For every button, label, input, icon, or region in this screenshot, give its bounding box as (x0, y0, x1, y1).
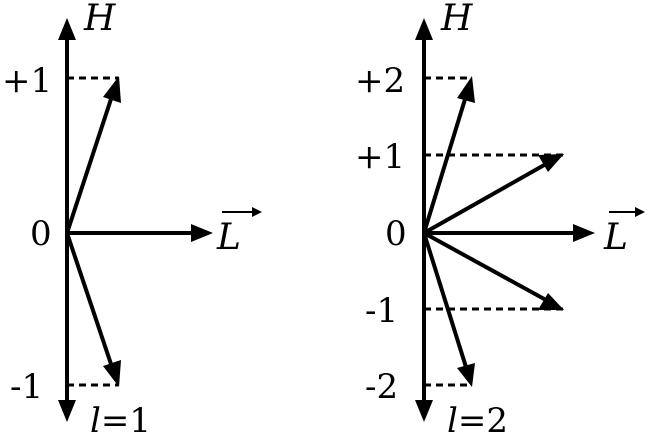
vector-minus1 (65, 232, 114, 368)
vector-plus1-arrowhead (103, 76, 121, 103)
vector-plus1 (65, 95, 114, 234)
level-label-zero: 0 (30, 214, 52, 254)
vector-plus2 (422, 95, 468, 234)
caption-value: =2 (458, 401, 508, 438)
level-label-plus2: +2 (355, 61, 405, 101)
vertical-axis-arrowhead-bottom (58, 400, 76, 422)
vector-overarrow-head (252, 207, 262, 217)
level-label-minus1: -1 (365, 291, 398, 331)
vertical-axis-arrowhead-top (58, 18, 76, 40)
vertical-axis-label: H (440, 0, 473, 39)
horizontal-axis-arrowhead (191, 224, 213, 242)
level-label-zero: 0 (385, 214, 407, 254)
level-label-plus1: +1 (355, 137, 405, 177)
caption-variable: l (447, 401, 458, 438)
caption-variable: l (90, 401, 101, 438)
horizontal-axis-arrowhead (573, 224, 595, 242)
caption-value: =1 (101, 401, 151, 438)
vector-minus2-arrowhead (457, 363, 475, 387)
vector-plus2-arrowhead (457, 76, 475, 103)
vertical-axis-label: H (83, 0, 116, 39)
horizontal-axis-label: L (603, 217, 628, 258)
vector-minus1 (423, 231, 547, 302)
vertical-axis-arrowhead-top (415, 18, 433, 40)
vector-plus1-arrowhead (538, 154, 564, 172)
vector-overarrow-head (635, 207, 645, 217)
level-label-minus1: -1 (10, 367, 43, 407)
quantum-number-caption: l=1 (90, 401, 151, 438)
vertical-axis-arrowhead-bottom (415, 400, 433, 422)
level-label-plus1: +1 (2, 61, 52, 101)
panel-l1: H L +1 0 -1 l=1 (2, 0, 262, 441)
quantum-number-caption: l=2 (447, 401, 508, 438)
vector-minus1-arrowhead (103, 360, 121, 387)
horizontal-axis-label: L (216, 217, 241, 258)
panel-l2: H L +2 +1 0 -1 -2 l=2 (355, 0, 645, 441)
level-label-minus2: -2 (365, 367, 398, 407)
vector-minus2 (422, 232, 468, 368)
vector-plus1 (423, 162, 547, 235)
vector-minus1-arrowhead (538, 293, 564, 310)
